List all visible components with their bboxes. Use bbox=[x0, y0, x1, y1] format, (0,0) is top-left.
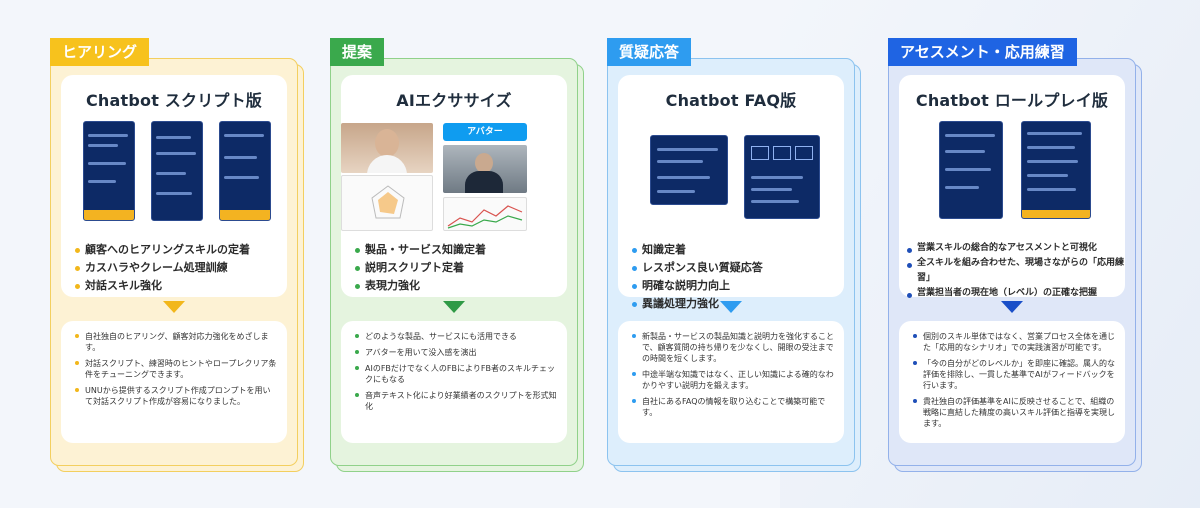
detail-item: アバターを用いて没入感を演出 bbox=[355, 347, 557, 358]
avatar-badge: アバター bbox=[443, 123, 527, 141]
feature-item: カスハラやクレーム処理訓練 bbox=[75, 259, 287, 277]
feature-list: 知識定着 レスポンス良い質疑応答 明確な説明力向上 異議処理力強化 bbox=[618, 241, 844, 313]
tab-qa: 質疑応答 bbox=[607, 38, 692, 66]
score-graph bbox=[443, 197, 527, 231]
detail-item: 対話スクリプト、練習時のヒントやロープレクリア条件をチューニングできます。 bbox=[75, 358, 277, 380]
screenshot-group bbox=[618, 121, 844, 233]
feature-item: 異議処理力強化 bbox=[632, 295, 844, 313]
detail-item: 個別のスキル単体ではなく、営業プロセス全体を通じた「応用的なシナリオ」での実践演… bbox=[913, 331, 1115, 353]
detail-card: 個別のスキル単体ではなく、営業プロセス全体を通じた「応用的なシナリオ」での実践演… bbox=[899, 321, 1125, 443]
detail-card: 新製品・サービスの製品知識と説明力を強化することで、顧客質問の持ち帰りを少なくし… bbox=[618, 321, 844, 443]
detail-item: 自社独自のヒアリング、顧客対応力強化をめざします。 bbox=[75, 331, 277, 353]
feature-item: 営業スキルの総合的なアセスメントと可視化 bbox=[907, 241, 1125, 256]
chat-screenshot bbox=[939, 121, 1003, 219]
column-proposal: 提案 AIエクササイズ アバター bbox=[330, 38, 584, 472]
detail-item: 貴社独自の評価基準をAIに反映させることで、組織の戦略に直結した精度の高いスキル… bbox=[913, 396, 1115, 429]
tab-proposal: 提案 bbox=[330, 38, 385, 66]
feature-item: 知識定着 bbox=[632, 241, 844, 259]
down-arrow-icon bbox=[163, 301, 185, 313]
screenshot-group bbox=[61, 121, 287, 233]
feature-list: 顧客へのヒアリングスキルの定着 カスハラやクレーム処理訓練 対話スキル強化 bbox=[61, 241, 287, 295]
faq-screenshot bbox=[744, 135, 820, 219]
card-title: Chatbot ロールプレイ版 bbox=[915, 91, 1109, 110]
person-photo bbox=[341, 123, 433, 173]
feature-list: 営業スキルの総合的なアセスメントと可視化 全スキルを組み合わせた、現場さながらの… bbox=[899, 241, 1125, 301]
summary-card: Chatbot ロールプレイ版 営業スキルの総合的なアセスメントと可視化 全スキ… bbox=[899, 75, 1125, 298]
feature-item: 全スキルを組み合わせた、現場さながらの「応用練習」 bbox=[907, 256, 1125, 286]
feature-list: 製品・サービス知識定着 説明スクリプト定着 表現力強化 bbox=[341, 241, 567, 295]
roleplay-screenshot bbox=[1021, 121, 1091, 219]
detail-item: 新製品・サービスの製品知識と説明力を強化することで、顧客質問の持ち帰りを少なくし… bbox=[632, 331, 834, 364]
column-qa: 質疑応答 Chatbot FAQ版 知識定着 レスポンス良い質疑応 bbox=[607, 38, 861, 472]
tab-hearing: ヒアリング bbox=[50, 38, 150, 66]
screenshot-group: アバター bbox=[341, 121, 567, 233]
feature-item: 製品・サービス知識定着 bbox=[355, 241, 567, 259]
summary-card: Chatbot FAQ版 知識定着 レスポンス良い質疑応答 明確な説明力向上 bbox=[618, 75, 844, 310]
detail-card: どのような製品、サービスにも活用できる アバターを用いて没入感を演出 AIのFB… bbox=[341, 321, 567, 443]
detail-list: 新製品・サービスの製品知識と説明力を強化することで、顧客質問の持ち帰りを少なくし… bbox=[632, 331, 834, 418]
detail-list: 自社独自のヒアリング、顧客対応力強化をめざします。 対話スクリプト、練習時のヒン… bbox=[75, 331, 277, 407]
detail-item: UNUから提供するスクリプト作成プロンプトを用いて対話スクリプト作成が容易になり… bbox=[75, 385, 277, 407]
chat-screenshot bbox=[219, 121, 271, 221]
card-title: Chatbot FAQ版 bbox=[665, 91, 797, 110]
column-assessment: アセスメント・応用練習 Chatbot ロールプレイ版 営業スキルの総合的なアセ… bbox=[888, 38, 1142, 472]
avatar-photo bbox=[443, 145, 527, 193]
exercise-chart bbox=[341, 175, 433, 231]
panel: Chatbot スクリプト版 顧客へのヒアリングスキルの定 bbox=[50, 58, 298, 466]
down-arrow-icon bbox=[1001, 301, 1023, 313]
tab-assessment: アセスメント・応用練習 bbox=[888, 38, 1077, 66]
detail-card: 自社独自のヒアリング、顧客対応力強化をめざします。 対話スクリプト、練習時のヒン… bbox=[61, 321, 287, 443]
feature-item: 説明スクリプト定着 bbox=[355, 259, 567, 277]
panel: Chatbot FAQ版 知識定着 レスポンス良い質疑応答 明確な説明力向上 bbox=[607, 58, 855, 466]
feature-item: レスポンス良い質疑応答 bbox=[632, 259, 844, 277]
card-title: AIエクササイズ bbox=[396, 91, 512, 110]
detail-item: 中途半端な知識ではなく、正しい知識による確的なわかりやすい説明力を鍛えます。 bbox=[632, 369, 834, 391]
detail-list: どのような製品、サービスにも活用できる アバターを用いて没入感を演出 AIのFB… bbox=[355, 331, 557, 412]
feature-item: 明確な説明力向上 bbox=[632, 277, 844, 295]
detail-item: どのような製品、サービスにも活用できる bbox=[355, 331, 557, 342]
summary-card: Chatbot スクリプト版 顧客へのヒアリングスキルの定 bbox=[61, 75, 287, 297]
feature-item: 対話スキル強化 bbox=[75, 277, 287, 295]
line-graph-icon bbox=[447, 205, 523, 229]
down-arrow-icon bbox=[720, 301, 742, 313]
summary-card: AIエクササイズ アバター bbox=[341, 75, 567, 297]
radar-chart-icon bbox=[371, 185, 405, 219]
screenshot-group bbox=[899, 121, 1125, 233]
chat-screenshot bbox=[83, 121, 135, 221]
chat-screenshot bbox=[151, 121, 203, 221]
feature-item: 顧客へのヒアリングスキルの定着 bbox=[75, 241, 287, 259]
feature-item: 表現力強化 bbox=[355, 277, 567, 295]
down-arrow-icon bbox=[443, 301, 465, 313]
detail-item: 「今の自分がどのレベルか」を即座に確認。属人的な評価を排除し、一貫した基準でAI… bbox=[913, 358, 1115, 391]
card-title: Chatbot スクリプト版 bbox=[85, 91, 263, 110]
chat-screenshot bbox=[650, 135, 728, 205]
column-hearing: ヒアリング Chatbot スクリプト版 bbox=[50, 38, 304, 472]
feature-item: 営業担当者の現在地（レベル）の正確な把握 bbox=[907, 286, 1125, 301]
detail-list: 個別のスキル単体ではなく、営業プロセス全体を通じた「応用的なシナリオ」での実践演… bbox=[913, 331, 1115, 429]
detail-item: 音声テキスト化により好業績者のスクリプトを形式知化 bbox=[355, 390, 557, 412]
panel: Chatbot ロールプレイ版 営業スキルの総合的なアセスメントと可視化 全スキ… bbox=[888, 58, 1136, 466]
detail-item: 自社にあるFAQの情報を取り込むことで構築可能です。 bbox=[632, 396, 834, 418]
detail-item: AIのFBだけでなく人のFBによりFB者のスキルチェックにもなる bbox=[355, 363, 557, 385]
panel: AIエクササイズ アバター bbox=[330, 58, 578, 466]
